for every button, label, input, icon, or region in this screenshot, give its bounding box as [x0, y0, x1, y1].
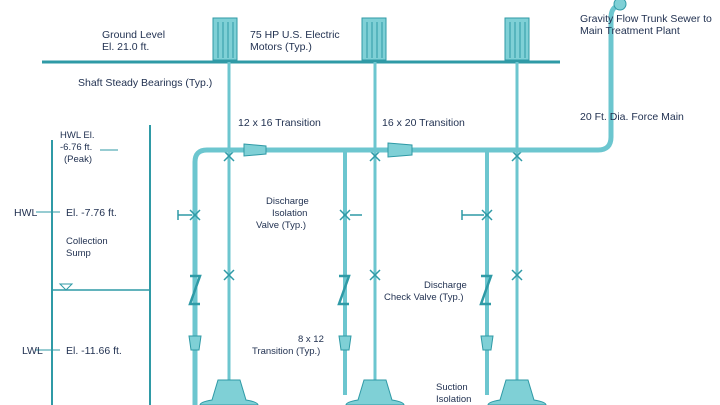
ground-elevation-label: El. 21.0 ft.	[102, 41, 149, 53]
gravity-outlet	[613, 0, 627, 11]
check-valve-label-1: Discharge	[424, 280, 467, 291]
discharge-isolation-label-2: Isolation	[272, 208, 307, 219]
hwl-label: HWL	[14, 207, 37, 219]
suction-label-1: Suction	[436, 382, 468, 393]
check-valves	[188, 274, 493, 306]
hwl-elevation-label: El. -7.76 ft.	[66, 207, 117, 219]
collection-label-1: Collection	[66, 236, 108, 247]
small-transitions	[188, 335, 494, 351]
pumps	[199, 379, 547, 405]
motors-label-2: Motors (Typ.)	[250, 41, 312, 53]
motor-2	[361, 17, 387, 61]
motor-3	[504, 17, 530, 61]
transition-16x20-label: 16 x 20 Transition	[382, 117, 465, 129]
bearing-marks	[223, 150, 523, 281]
force-main-label: 20 Ft. Dia. Force Main	[580, 111, 684, 123]
motors-label-1: 75 HP U.S. Electric	[250, 29, 340, 41]
water-symbol	[58, 283, 74, 291]
transition-12x16-label: 12 x 16 Transition	[238, 117, 321, 129]
level-ticks	[36, 149, 118, 351]
hwl-value-label: -6.76 ft.	[60, 142, 92, 153]
hwl-peak-label: (Peak)	[64, 154, 92, 165]
discharge-isolation-label-3: Valve (Typ.)	[256, 220, 306, 231]
lwl-elevation-label: El. -11.66 ft.	[66, 345, 122, 357]
ground-level-label: Ground Level	[102, 29, 165, 41]
check-valve-label-2: Check Valve (Typ.)	[384, 292, 464, 303]
suction-label-2: Isolation	[436, 394, 471, 405]
shaft-bearings-label: Shaft Steady Bearings (Typ.)	[78, 77, 212, 89]
gravity-label-1: Gravity Flow Trunk Sewer to	[580, 13, 712, 25]
transition-16x20	[387, 142, 413, 158]
force-main-header	[192, 3, 621, 405]
transition-8x12-label-1: 8 x 12	[298, 334, 324, 345]
discharge-isolation-label-1: Discharge	[266, 196, 309, 207]
collection-label-2: Sump	[66, 248, 91, 259]
isolation-valves	[177, 209, 493, 221]
gravity-label-2: Main Treatment Plant	[580, 25, 680, 37]
motor-1	[212, 17, 238, 61]
lwl-label: LWL	[22, 345, 43, 357]
transition-8x12-label-2: Transition (Typ.)	[252, 346, 320, 357]
transition-12x16	[243, 143, 267, 157]
hwl-el-label: HWL El.	[60, 130, 94, 141]
